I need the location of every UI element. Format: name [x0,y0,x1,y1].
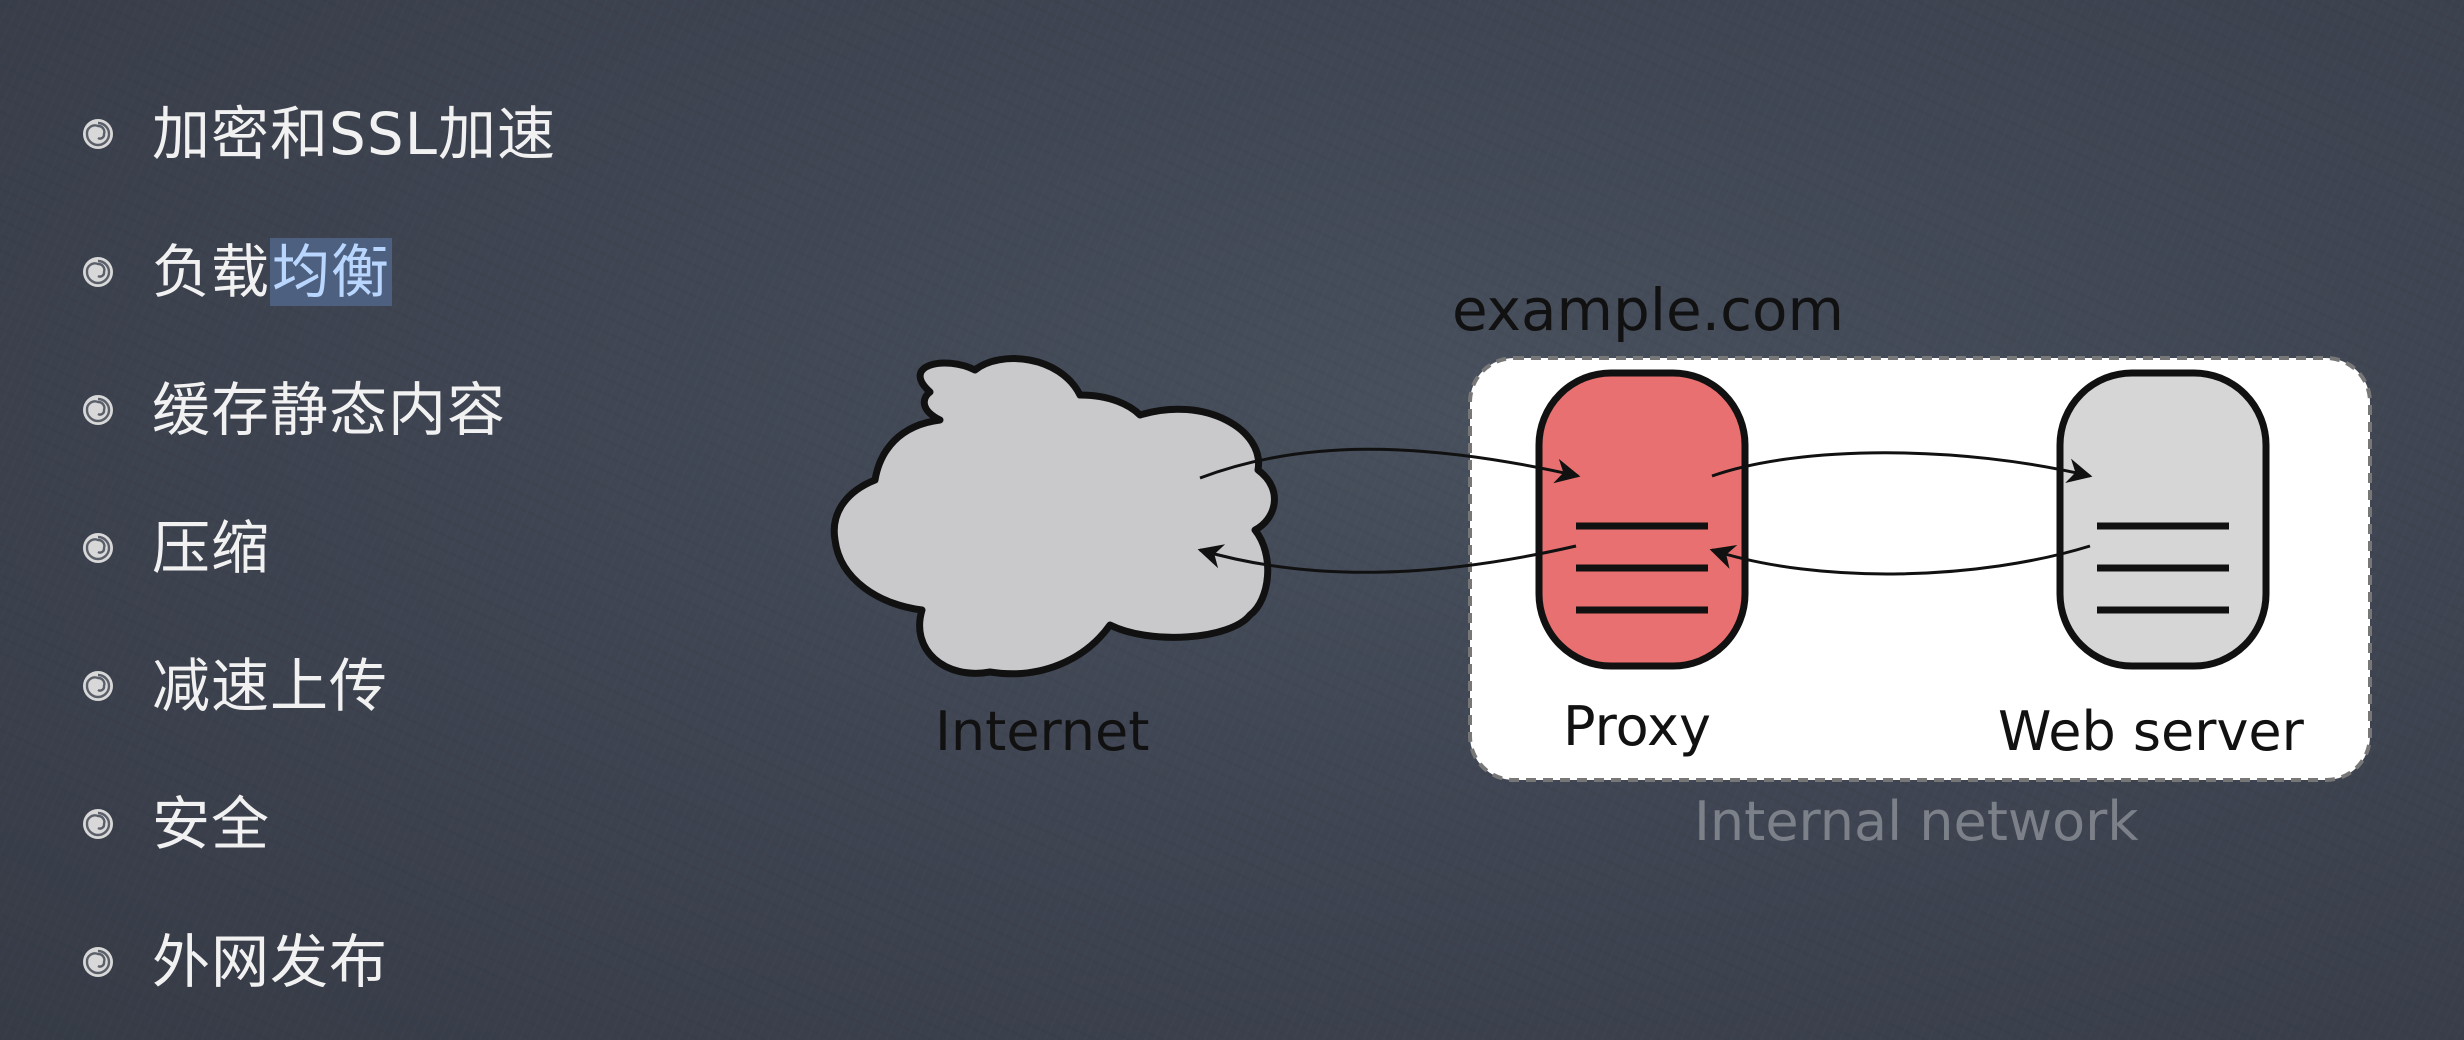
bullet-text: 压缩 [152,514,271,582]
swirl-bullet-icon [83,947,113,977]
list-item: 安全 [78,784,778,864]
bullet-text-plain: 负载 [152,238,271,306]
proxy-server-icon [1535,369,1749,670]
bullet-text: 负载均衡 [152,232,393,312]
swirl-bullet-icon [83,533,113,563]
domain-label: example.com [1452,276,1844,344]
reverse-proxy-diagram: example.com Internet Proxy Web server In… [830,276,2372,853]
bullet-text: 安全 [152,790,271,858]
swirl-bullet-icon [83,119,113,149]
list-item: 负载均衡 [78,232,778,312]
web-server-icon [2056,369,2270,670]
list-item: 减速上传 [78,646,778,726]
bullet-text: 缓存静态内容 [152,376,507,444]
swirl-bullet-icon [83,671,113,701]
bullet-text: 外网发布 [152,928,389,996]
internet-label: Internet [935,700,1149,763]
arrow-internet-to-proxy [1199,447,1581,484]
swirl-bullet-icon [83,395,113,425]
bullet-text: 减速上传 [152,652,389,720]
proxy-label: Proxy [1563,695,1711,758]
list-item: 压缩 [78,508,778,588]
swirl-bullet-icon [83,257,113,287]
internal-network-label: Internal network [1694,790,2139,853]
arrow-proxy-to-internet [1197,544,1577,574]
selected-text-highlight[interactable]: 均衡 [270,238,393,306]
arrow-webserver-to-proxy [1709,544,2091,576]
swirl-bullet-icon [83,809,113,839]
bullet-text: 加密和SSL加速 [152,100,556,168]
list-item: 加密和SSL加速 [78,94,778,174]
web-server-label: Web server [1998,700,2305,763]
list-item: 外网发布 [78,922,778,1002]
arrow-proxy-to-webserver [1711,451,2093,483]
cloud-icon [830,355,1278,678]
list-item: 缓存静态内容 [78,370,778,450]
